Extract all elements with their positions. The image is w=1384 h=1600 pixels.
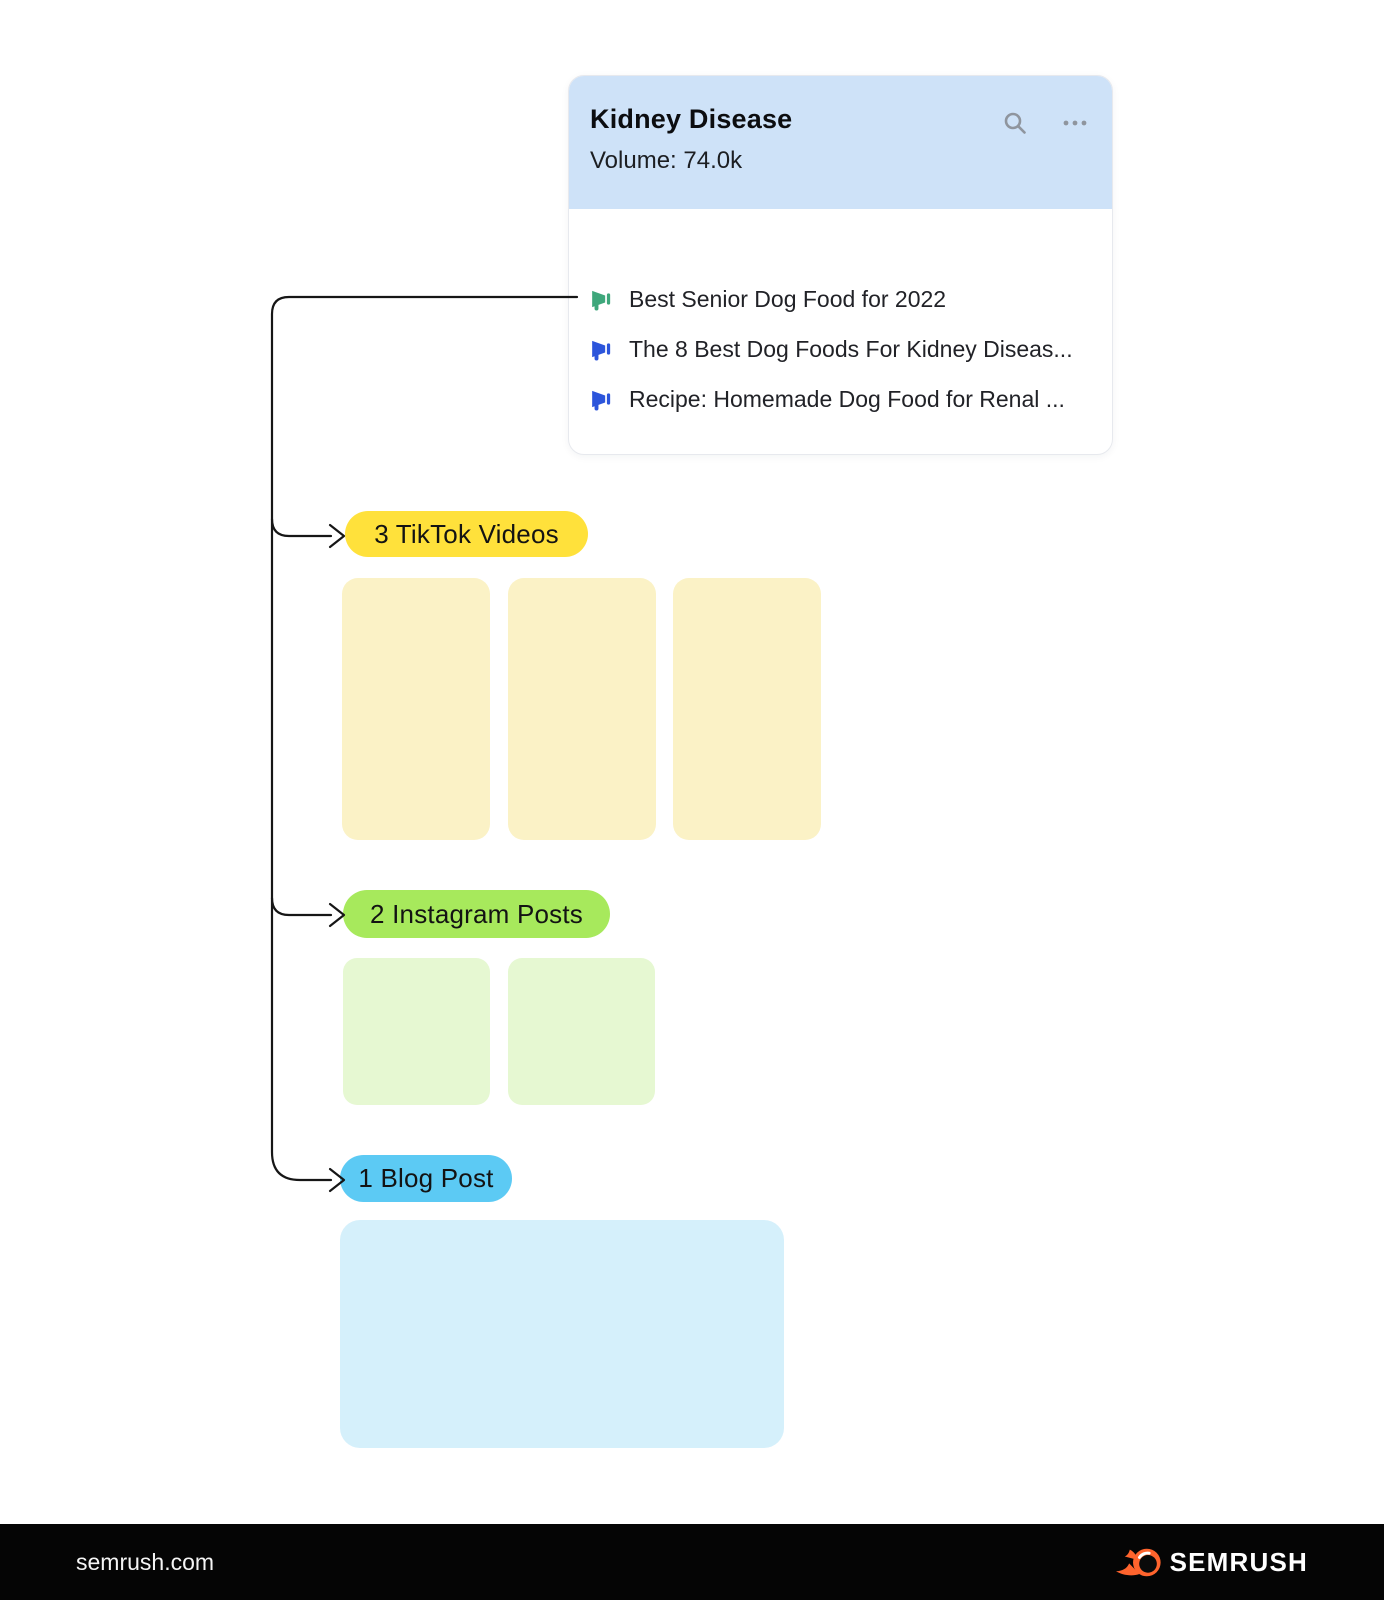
instagram-post-placeholder [343,958,490,1105]
content-item[interactable]: The 8 Best Dog Foods For Kidney Diseas..… [590,324,1096,374]
tiktok-video-placeholder [673,578,821,840]
connector-branch-tiktok [270,517,333,538]
more-options-icon[interactable] [1062,110,1088,136]
keyword-card-header: Kidney Disease Volume: 74.0k [569,76,1112,209]
arrowhead-instagram [328,902,346,928]
megaphone-icon [592,390,611,411]
arrowhead-tiktok [328,523,346,549]
blog-post-placeholder [340,1220,784,1448]
instagram-posts-pill: 2 Instagram Posts [343,890,610,938]
content-item-title: The 8 Best Dog Foods For Kidney Diseas..… [629,335,1073,362]
content-item-title: Recipe: Homemade Dog Food for Renal ... [629,385,1065,412]
blog-post-pill: 1 Blog Post [340,1155,512,1202]
connector-branch-instagram [270,896,333,917]
search-icon[interactable] [1002,110,1028,136]
keyword-volume: Volume: 74.0k [590,147,743,174]
semrush-logo-icon [1115,1548,1161,1576]
card-header-actions [1002,110,1088,136]
content-item[interactable]: Recipe: Homemade Dog Food for Renal ... [590,374,1096,424]
tiktok-videos-pill: 3 TikTok Videos [345,511,588,557]
semrush-wordmark: SEMRUSH [1169,1546,1308,1577]
semrush-logo: SEMRUSH [1115,1545,1308,1580]
keyword-card: Kidney Disease Volume: 74.0k [568,75,1113,455]
megaphone-icon [592,340,611,361]
tiktok-video-placeholder [342,578,490,840]
megaphone-icon [592,290,611,311]
footer-url: semrush.com [76,1548,215,1575]
content-item-title: Best Senior Dog Food for 2022 [629,285,947,312]
content-item[interactable]: Best Senior Dog Food for 2022 [590,274,1096,324]
keyword-title: Kidney Disease [590,104,793,134]
instagram-post-placeholder [508,958,655,1105]
footer-bar: semrush.com SEMRUSH [0,1524,1384,1600]
content-item-list: Best Senior Dog Food for 2022 The 8 Best… [590,274,1096,424]
tiktok-video-placeholder [508,578,656,840]
